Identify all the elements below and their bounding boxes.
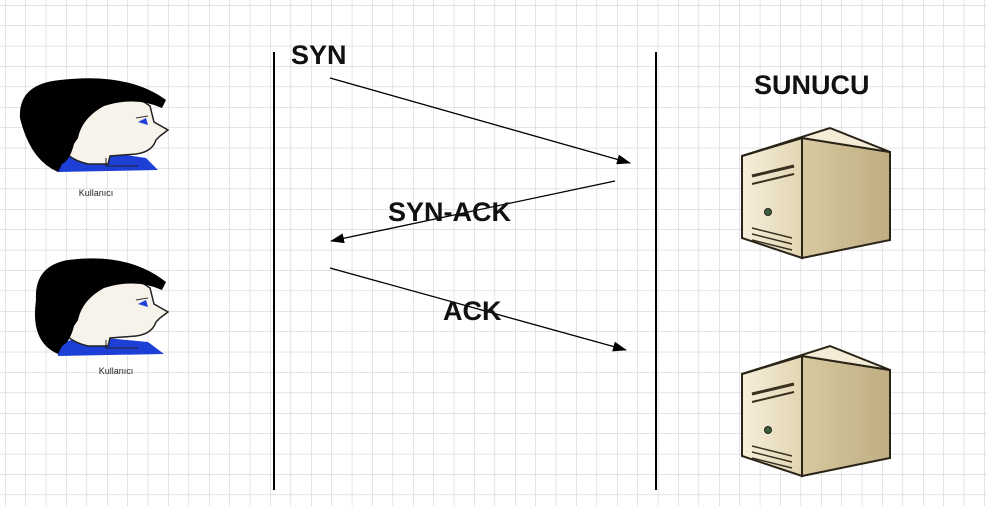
client-top-label: Kullanıcı xyxy=(79,188,114,198)
client-bottom-label: Kullanıcı xyxy=(99,366,134,376)
ack-arrow xyxy=(329,267,627,352)
server-tower-icon xyxy=(741,126,891,260)
ack-label: ACK xyxy=(443,296,502,326)
syn-ack-arrow xyxy=(330,180,616,244)
user-head-icon xyxy=(19,78,170,172)
syn-arrow xyxy=(329,77,631,165)
server-title: SUNUCU xyxy=(754,70,870,100)
user-head-icon xyxy=(34,258,170,356)
syn-ack-label: SYN-ACK xyxy=(388,197,512,227)
server-tower-icon xyxy=(741,344,891,478)
syn-label: SYN xyxy=(291,40,347,70)
